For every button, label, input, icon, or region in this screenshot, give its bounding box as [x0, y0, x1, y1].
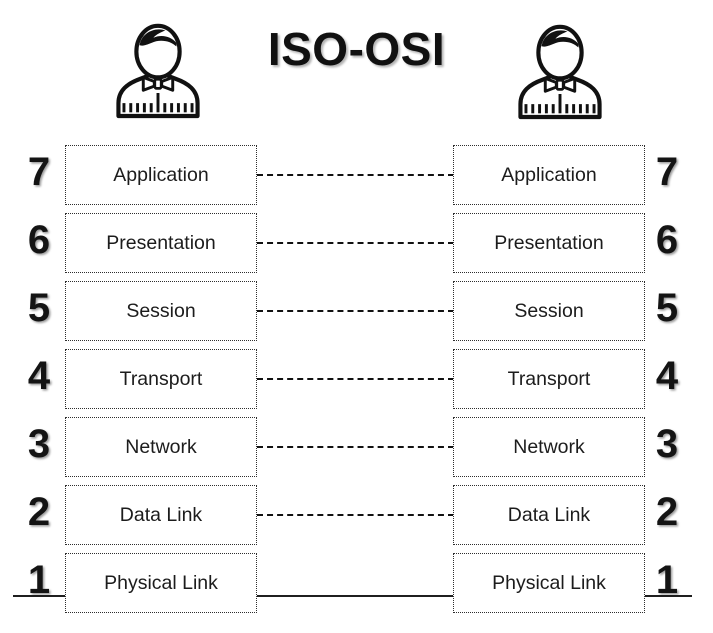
layer-number-right: 2 — [655, 490, 679, 534]
layer-number-right: 3 — [655, 422, 679, 466]
layer-label: Transport — [119, 367, 203, 390]
person-icon — [514, 21, 606, 121]
physical-medium-line — [13, 595, 692, 597]
layer-box-left: Presentation — [65, 213, 257, 273]
layer-box-right: Transport — [453, 349, 645, 409]
diagram-title: ISO-OSI — [267, 23, 446, 75]
layer-label: Network — [125, 435, 197, 458]
layer-box-right: Session — [453, 281, 645, 341]
layer-box-left: Physical Link — [65, 553, 257, 613]
layer-label: Data Link — [119, 503, 203, 526]
layer-box-right: Presentation — [453, 213, 645, 273]
layer-number-right: 7 — [655, 150, 679, 194]
layer-label: Presentation — [106, 231, 216, 254]
layer-number-right: 6 — [655, 218, 679, 262]
layer-box-left: Session — [65, 281, 257, 341]
layer-number-left: 4 — [27, 354, 51, 398]
layer-label: Transport — [507, 367, 591, 390]
layer-connector-line — [257, 378, 454, 380]
layer-connector-line — [257, 242, 454, 244]
person-icon — [112, 20, 204, 120]
layer-label: Presentation — [494, 231, 604, 254]
layer-box-right: Application — [453, 145, 645, 205]
layer-box-left: Data Link — [65, 485, 257, 545]
layer-box-right: Physical Link — [453, 553, 645, 613]
layer-number-left: 7 — [27, 150, 51, 194]
layer-label: Physical Link — [104, 571, 218, 594]
layer-number-right: 5 — [655, 286, 679, 330]
layer-connector-line — [257, 310, 454, 312]
layer-label: Session — [126, 299, 196, 322]
layer-number-left: 2 — [27, 490, 51, 534]
layer-box-left: Network — [65, 417, 257, 477]
layer-number-left: 3 — [27, 422, 51, 466]
layer-number-right: 1 — [655, 558, 679, 602]
layer-connector-line — [257, 514, 454, 516]
layer-number-left: 1 — [27, 558, 51, 602]
layer-box-left: Application — [65, 145, 257, 205]
layer-label: Application — [113, 163, 209, 186]
layer-label: Application — [501, 163, 597, 186]
layer-number-right: 4 — [655, 354, 679, 398]
layer-number-left: 6 — [27, 218, 51, 262]
layer-box-right: Network — [453, 417, 645, 477]
layer-connector-line — [257, 446, 454, 448]
layer-number-left: 5 — [27, 286, 51, 330]
layer-connector-line — [257, 174, 454, 176]
layer-box-left: Transport — [65, 349, 257, 409]
layer-label: Session — [514, 299, 584, 322]
layer-label: Data Link — [507, 503, 591, 526]
layer-label: Network — [513, 435, 585, 458]
layer-box-right: Data Link — [453, 485, 645, 545]
layer-label: Physical Link — [492, 571, 606, 594]
